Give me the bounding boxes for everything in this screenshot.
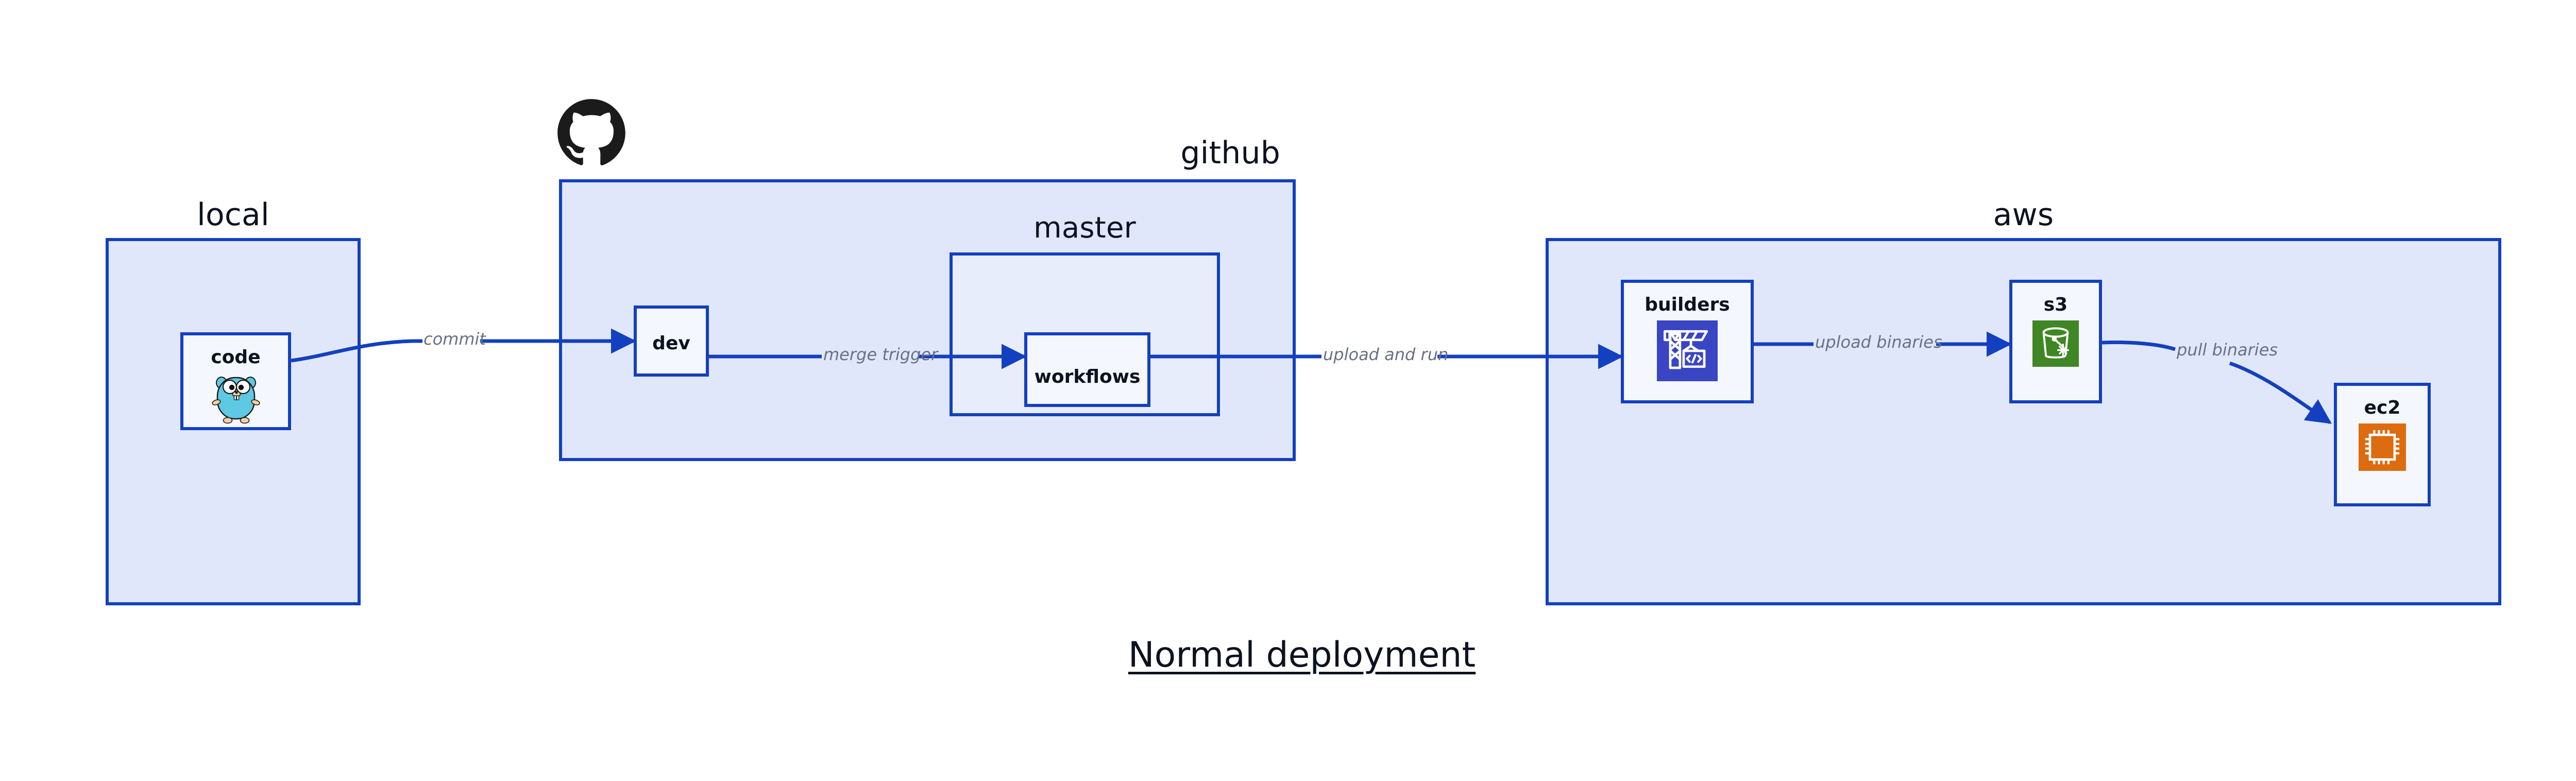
node-ec2[interactable]: ec2 <box>2334 383 2431 506</box>
node-dev-label: dev <box>652 333 690 354</box>
github-octocat-icon <box>555 97 628 169</box>
group-label-github: github <box>1180 135 1280 171</box>
go-gopher-icon <box>210 370 262 424</box>
node-dev[interactable]: dev <box>634 305 709 377</box>
edge-label-merge-trigger: merge trigger <box>823 345 938 364</box>
edge-label-commit: commit <box>423 329 486 349</box>
aws-ec2-chip-icon <box>2359 423 2406 471</box>
group-label-local: local <box>197 197 269 233</box>
node-ec2-label: ec2 <box>2364 397 2401 418</box>
node-workflows[interactable]: workflows <box>1024 332 1150 407</box>
group-label-master: master <box>1033 211 1136 245</box>
node-builders[interactable]: builders <box>1621 280 1754 403</box>
node-s3-label: s3 <box>2043 294 2068 315</box>
aws-s3-glacier-icon <box>2032 320 2079 367</box>
aws-codebuild-icon <box>1657 320 1718 381</box>
node-builders-label: builders <box>1645 294 1730 315</box>
node-code-label: code <box>211 347 261 368</box>
edge-label-pull-binaries: pull binaries <box>2177 340 2278 360</box>
node-code[interactable]: code <box>180 332 291 430</box>
page-title: Normal deployment <box>1128 635 1476 675</box>
edge-label-upload-and-run: upload and run <box>1323 345 1449 364</box>
node-workflows-label: workflows <box>1034 366 1141 387</box>
edge-label-upload-binaries: upload binaries <box>1815 332 1942 352</box>
node-s3[interactable]: s3 <box>2009 280 2102 403</box>
group-label-aws: aws <box>1993 197 2054 233</box>
